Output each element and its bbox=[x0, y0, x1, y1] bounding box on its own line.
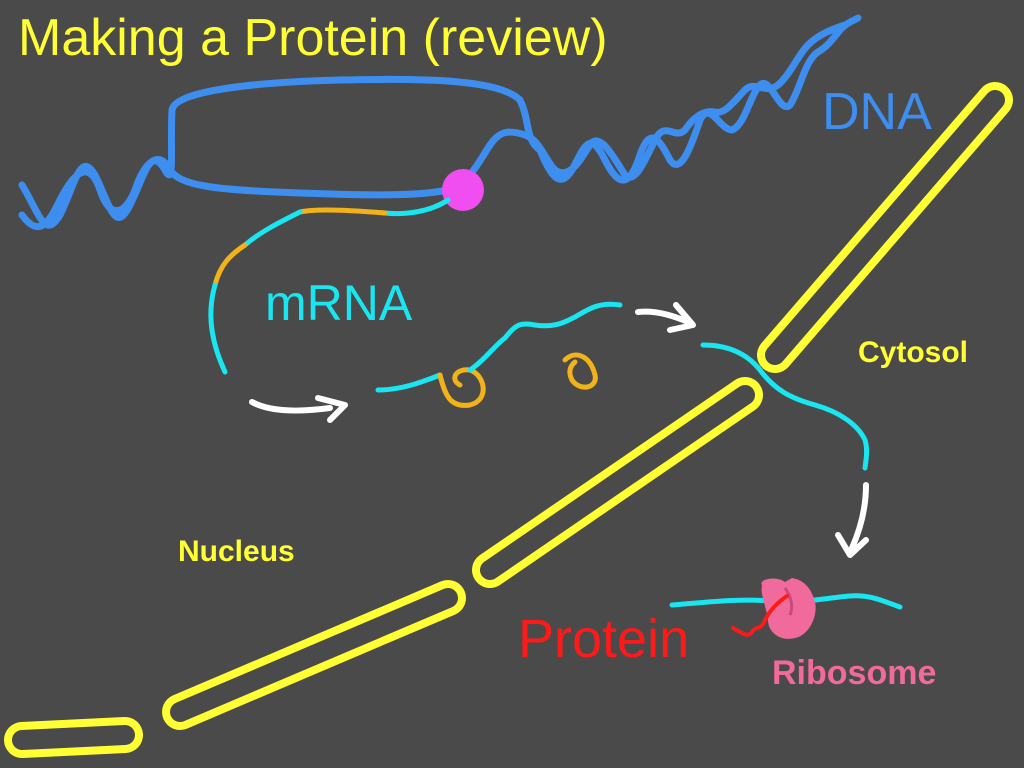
ribosome-label: Ribosome bbox=[772, 654, 937, 692]
nucleus-label: Nucleus bbox=[178, 535, 295, 568]
arrow-through-pore bbox=[635, 302, 696, 333]
arrow-to-ribosome bbox=[835, 482, 869, 558]
direction-arrows bbox=[249, 302, 869, 558]
dna-strand bbox=[18, 14, 862, 231]
mrna-label: mRNA bbox=[265, 275, 413, 331]
spliced-intron bbox=[562, 352, 598, 390]
rna-polymerase bbox=[442, 169, 484, 211]
cytosol-label: Cytosol bbox=[858, 336, 969, 369]
protein-label: Protein bbox=[518, 609, 690, 669]
mrna-exiting bbox=[375, 301, 870, 471]
nuclear-envelope bbox=[4, 82, 1013, 758]
slide-title: Making a Protein (review) bbox=[18, 9, 608, 67]
protein-chain bbox=[731, 594, 789, 637]
mrna-transcript bbox=[208, 197, 451, 375]
arrow-to-pore bbox=[249, 395, 348, 423]
dna-label: DNA bbox=[822, 83, 932, 141]
ribosome bbox=[761, 578, 816, 639]
